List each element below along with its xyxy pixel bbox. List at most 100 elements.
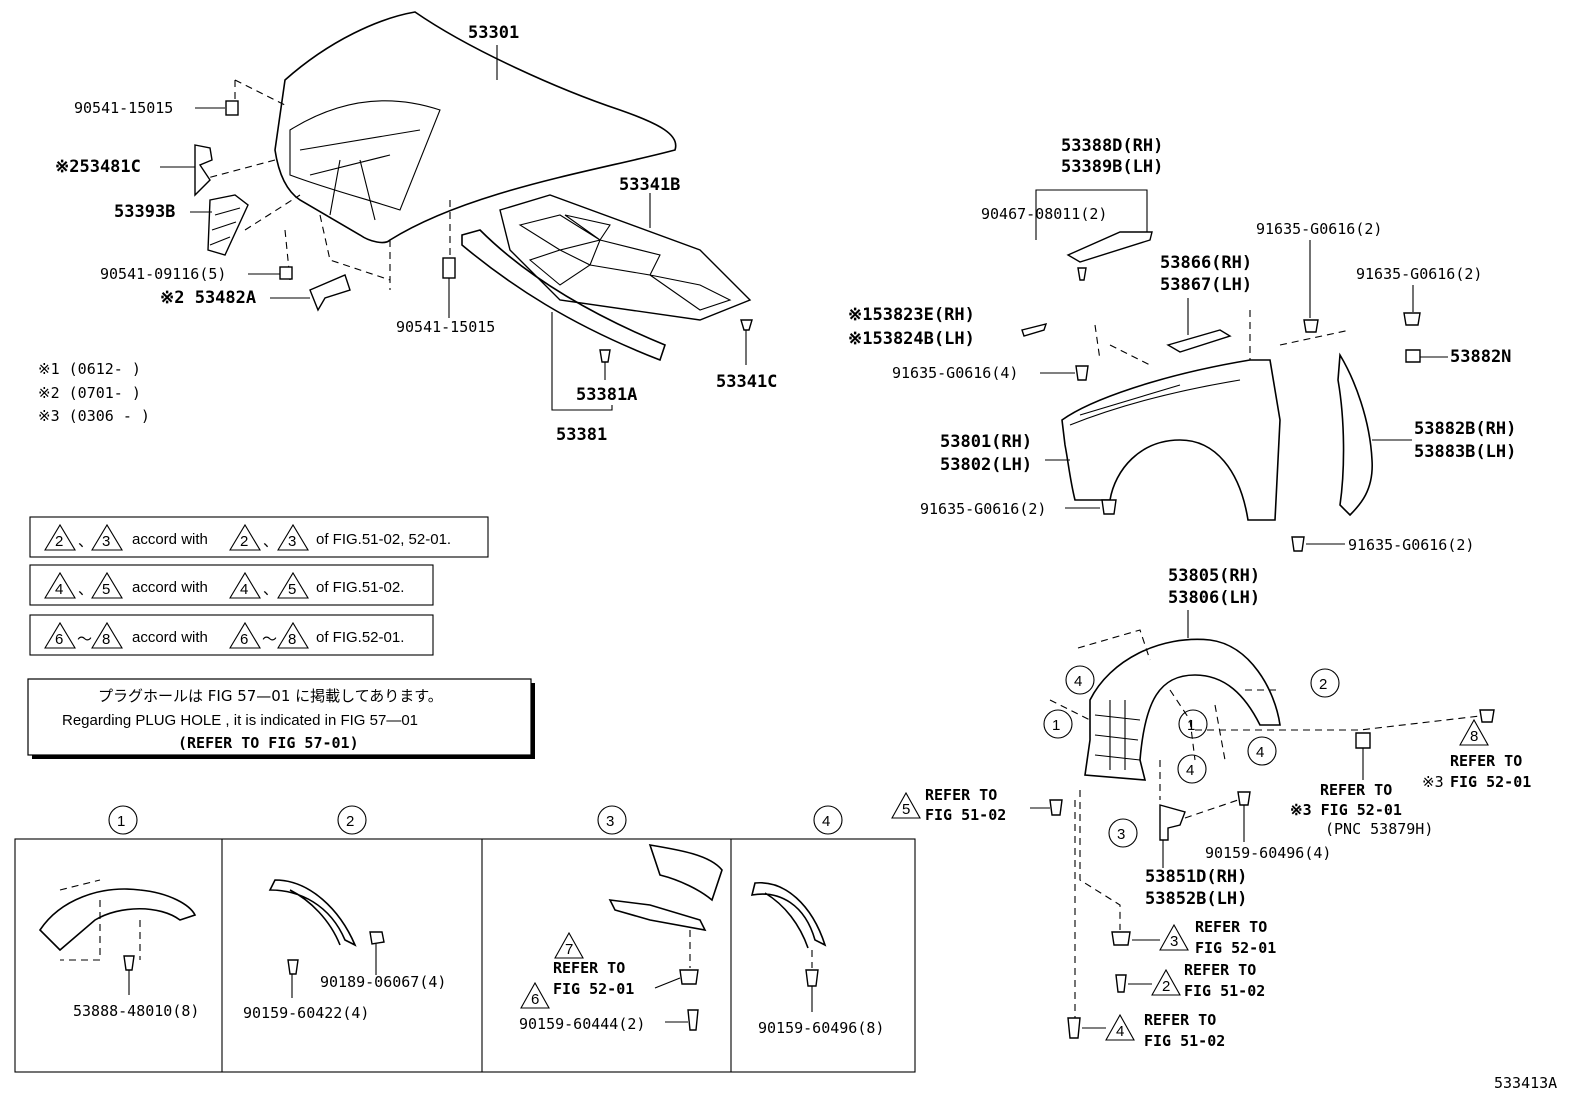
svg-text:6: 6 xyxy=(240,631,248,648)
label-53389b: 53389B(LH) xyxy=(1061,157,1163,177)
plug-hole-note: プラグホールは FIG 57—01 に掲載してあります。 Regarding P… xyxy=(27,678,535,759)
svg-text:(PNC 53879H): (PNC 53879H) xyxy=(1325,820,1433,838)
svg-text:3: 3 xyxy=(102,533,110,550)
svg-text:3: 3 xyxy=(288,533,296,550)
bolt-refer-8 xyxy=(1479,709,1495,723)
label-90159-60496-4: 90159-60496(4) xyxy=(1205,844,1331,862)
label-53381: 53381 xyxy=(556,425,607,445)
hood-inner-ribs xyxy=(299,129,421,221)
svg-text:6: 6 xyxy=(531,991,539,1008)
detail-num-2: 2 xyxy=(346,813,354,830)
bracket-53482a xyxy=(309,274,351,312)
detail-2-label-b: 90159-60422(4) xyxy=(243,1004,369,1022)
accord-notes: 2 、 3 accord with 2 、 3 of FIG.51-02, 52… xyxy=(29,516,489,656)
label-53823e: ※153823E(RH) xyxy=(848,305,975,325)
label-90541-15015-top: 90541-15015 xyxy=(74,99,173,117)
plug-note-refer: (REFER TO FIG 57-01) xyxy=(178,734,359,752)
nut-refer-3 xyxy=(1111,931,1131,946)
detail-2-screw xyxy=(287,959,299,975)
plug-note-jp: プラグホールは FIG 57—01 に掲載してあります。 xyxy=(98,687,443,705)
svg-text:FIG 51-02: FIG 51-02 xyxy=(925,806,1006,824)
detail-num-1: 1 xyxy=(117,813,125,830)
svg-text:2: 2 xyxy=(55,533,63,550)
label-53393b: 53393B xyxy=(114,202,175,222)
svg-text:4: 4 xyxy=(240,581,248,598)
svg-text:REFER TO: REFER TO xyxy=(1184,961,1256,979)
svg-text:4: 4 xyxy=(55,581,63,598)
svg-text:FIG 52-01: FIG 52-01 xyxy=(1195,939,1276,957)
label-53806: 53806(LH) xyxy=(1168,588,1260,608)
seal-53882b xyxy=(1337,352,1373,517)
label-91635-b: 91635-G0616(2) xyxy=(1356,265,1482,283)
accord-note-1-box xyxy=(29,516,489,558)
clip-90467 xyxy=(1077,267,1087,281)
footnote-2: ※2 (0701- ) xyxy=(38,384,141,402)
bolt-91635-d xyxy=(1101,499,1117,515)
bolt-91635-a xyxy=(1303,319,1319,333)
footnote-3: ※3 (0306 - ) xyxy=(38,407,150,425)
detail-4-screw xyxy=(805,969,819,987)
label-53801: 53801(RH) xyxy=(940,432,1032,452)
clip-53341c xyxy=(740,319,753,331)
accord-note-3-tail: of FIG.52-01. xyxy=(316,629,404,646)
svg-text:FIG 52-01: FIG 52-01 xyxy=(1450,773,1531,791)
label-53482a: ※2 53482A xyxy=(160,288,256,308)
detail-1-clip xyxy=(123,955,135,971)
detail-num-4: 4 xyxy=(822,813,830,830)
svg-text:8: 8 xyxy=(102,631,110,648)
liner-53805 xyxy=(1084,638,1281,781)
detail-frame xyxy=(14,838,916,1073)
bolt-91635-b xyxy=(1403,312,1421,326)
svg-text:REFER TO: REFER TO xyxy=(1320,781,1392,799)
label-90467: 90467-08011(2) xyxy=(981,205,1107,223)
svg-text:※3: ※3 xyxy=(1422,773,1444,791)
accord-note-1-tail: of FIG.51-02, 52-01. xyxy=(316,531,451,548)
svg-text:～: ～ xyxy=(262,631,277,648)
svg-text:4: 4 xyxy=(1186,762,1194,779)
molding-53388d xyxy=(1066,231,1153,263)
svg-text:6: 6 xyxy=(55,631,63,648)
svg-text:1: 1 xyxy=(1052,717,1060,734)
hood-group: 53301 90541-15015 ※253481C 53393B 90541-… xyxy=(55,11,777,445)
svg-text:5: 5 xyxy=(902,801,910,818)
detail-4-label: 90159-60496(8) xyxy=(758,1019,884,1037)
hood-dash-lines xyxy=(199,79,451,290)
label-53867: 53867(LH) xyxy=(1160,275,1252,295)
detail-3-label: 90159-60444(2) xyxy=(519,1015,645,1033)
footnote-1: ※1 (0612- ) xyxy=(38,360,141,378)
svg-text:3: 3 xyxy=(1170,933,1178,950)
clip-53882n xyxy=(1405,349,1421,363)
svg-text:、: 、 xyxy=(78,581,93,598)
label-53882n: 53882N xyxy=(1450,347,1511,367)
label-53341b: 53341B xyxy=(619,175,680,195)
svg-text:4: 4 xyxy=(1116,1023,1124,1040)
bracket-53851d xyxy=(1159,804,1186,841)
svg-text:2: 2 xyxy=(1162,978,1170,995)
label-90541-15015-bottom: 90541-15015 xyxy=(396,318,495,336)
seal-53381 xyxy=(461,229,666,362)
clip-refer-4 xyxy=(1067,1017,1081,1039)
bolt-91635-e xyxy=(1291,536,1305,552)
fender-group: 53388D(RH) 53389B(LH) 90467-08011(2) 916… xyxy=(848,136,1516,554)
svg-text:3: 3 xyxy=(1117,826,1125,843)
accord-note-2-text: accord with xyxy=(132,579,208,596)
label-91635-a: 91635-G0616(2) xyxy=(1256,220,1382,238)
label-53301: 53301 xyxy=(468,23,519,43)
svg-text:5: 5 xyxy=(288,581,296,598)
detail-3-screw xyxy=(687,1009,699,1031)
svg-text:2: 2 xyxy=(1319,676,1327,693)
accord-note-2-tail: of FIG.51-02. xyxy=(316,579,404,596)
accord-note-3-text: accord with xyxy=(132,629,208,646)
svg-text:REFER TO: REFER TO xyxy=(925,786,997,804)
cushion-90541-15015-bottom xyxy=(442,257,456,279)
figure-id: 533413A xyxy=(1494,1074,1557,1092)
svg-text:REFER TO: REFER TO xyxy=(1450,752,1522,770)
label-53805: 53805(RH) xyxy=(1168,566,1260,586)
label-53852b: 53852B(LH) xyxy=(1145,889,1247,909)
seal-53866 xyxy=(1166,329,1232,353)
svg-text:2: 2 xyxy=(240,533,248,550)
label-53388d: 53388D(RH) xyxy=(1061,136,1163,156)
clip-refer-mid xyxy=(1355,732,1371,749)
svg-text:～: ～ xyxy=(77,631,92,648)
svg-text:、: 、 xyxy=(263,581,278,598)
